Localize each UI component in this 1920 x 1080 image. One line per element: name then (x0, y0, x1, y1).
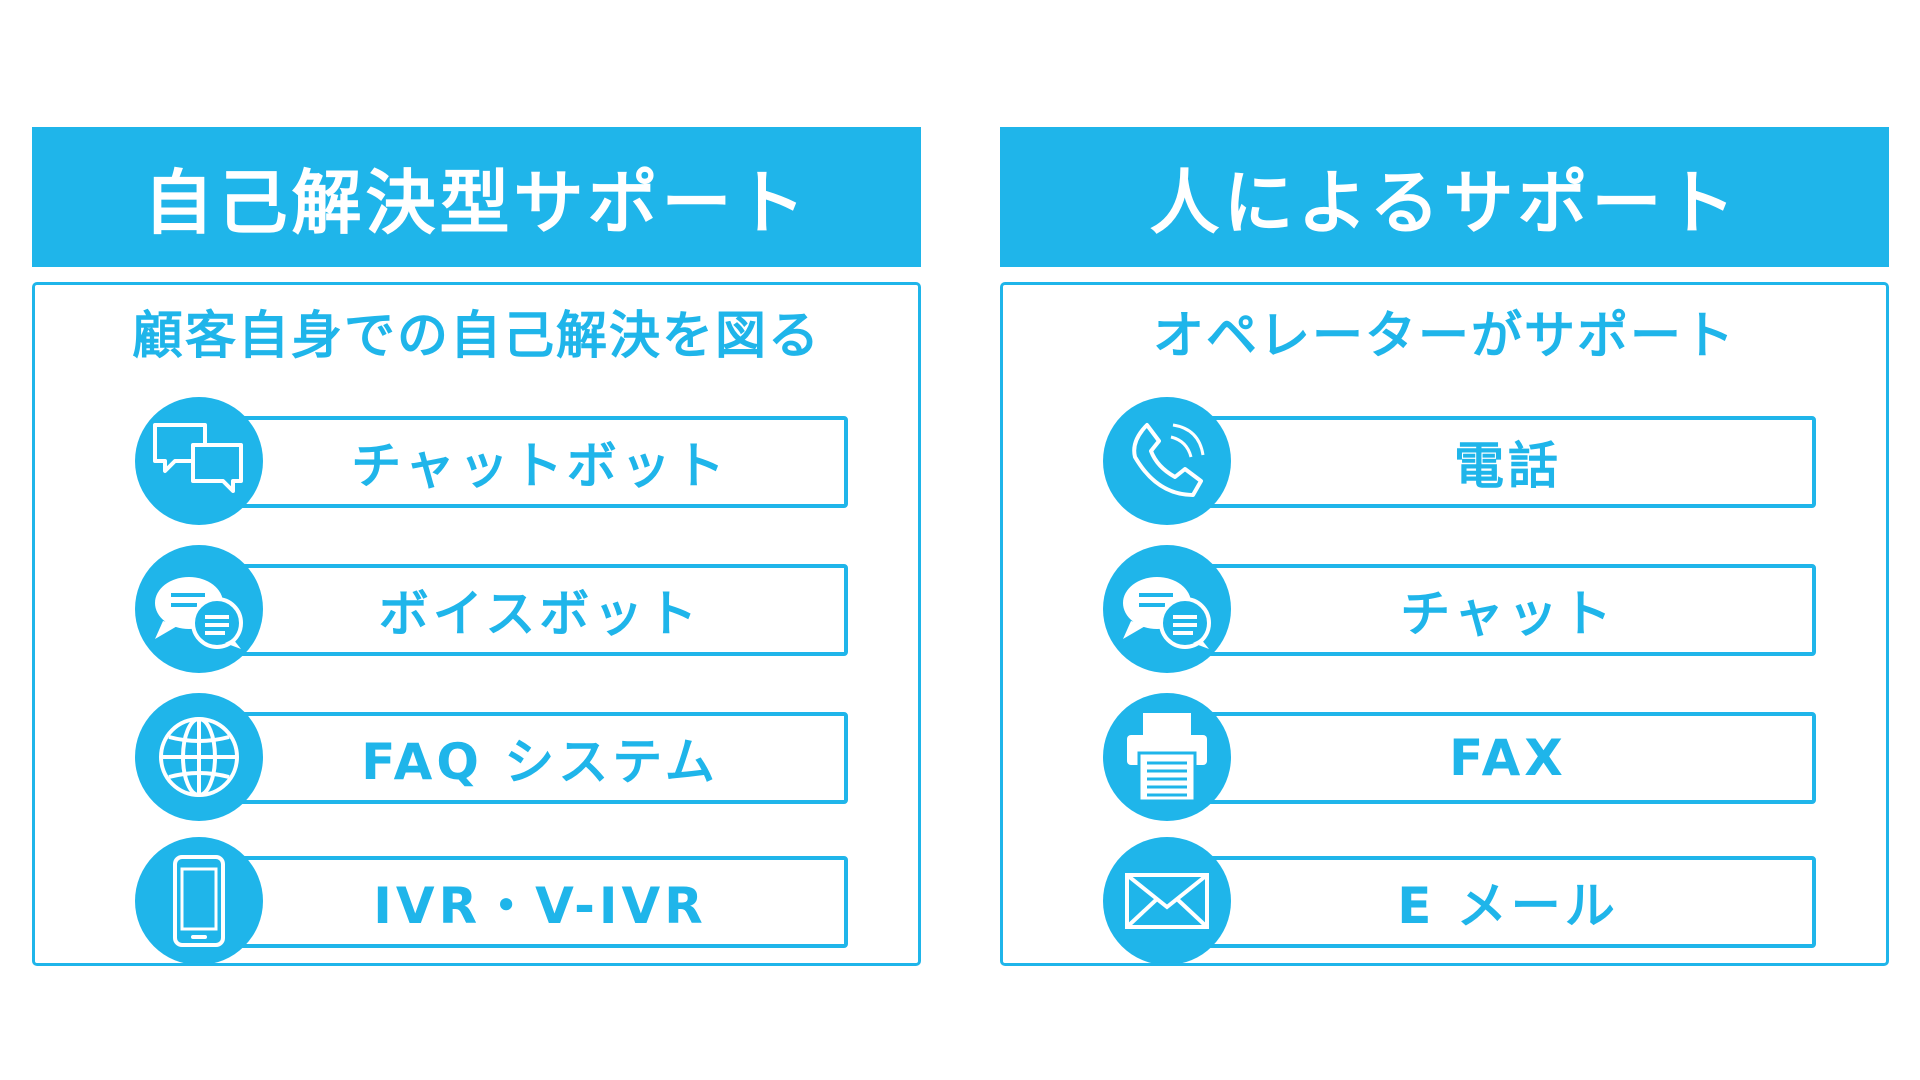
list-item-faq-system: FAQ システム (135, 693, 848, 821)
list-item-phone: 電話 (1103, 397, 1816, 525)
panel-body: 顧客自身での自己解決を図る チャットボット ボイスボット (32, 282, 921, 966)
globe-icon (135, 693, 263, 821)
human-support-panel: 人によるサポート オペレーターがサポート 電話 チャット (1000, 127, 1889, 966)
panel-title: 自己解決型サポート (32, 127, 921, 267)
item-box (187, 564, 848, 656)
item-box (1155, 416, 1816, 508)
item-box (1155, 564, 1816, 656)
speech-bubbles-icon (135, 545, 263, 673)
phone-icon (1103, 397, 1231, 525)
item-label: FAX (1449, 729, 1567, 787)
panel-subtitle: 顧客自身での自己解決を図る (131, 307, 821, 366)
item-label: E メール (1397, 877, 1619, 935)
envelope-icon (1103, 837, 1231, 965)
list-item-fax: FAX (1103, 693, 1816, 821)
list-item-email: E メール (1103, 837, 1816, 965)
smartphone-icon (135, 837, 263, 965)
item-label: ボイスボット (378, 585, 702, 643)
list-item-voicebot: ボイスボット (135, 545, 848, 673)
panel-subtitle: オペレーターがサポート (1152, 307, 1736, 366)
item-label: チャットボット (351, 437, 729, 495)
chat-bubbles-icon (135, 397, 263, 525)
item-label: FAQ システム (361, 733, 719, 791)
item-box (187, 416, 848, 508)
panel-title: 人によるサポート (1000, 127, 1889, 267)
item-label: 電話 (1454, 437, 1562, 495)
item-label: チャット (1400, 585, 1616, 643)
speech-bubbles-icon (1103, 545, 1231, 673)
item-box (1155, 856, 1816, 948)
item-box (1155, 712, 1816, 804)
panel-body: オペレーターがサポート 電話 チャット (1000, 282, 1889, 966)
list-item-ivr: IVR・V-IVR (135, 837, 848, 965)
item-label: IVR・V-IVR (373, 877, 707, 935)
list-item-chatbot: チャットボット (135, 397, 848, 525)
list-item-chat: チャット (1103, 545, 1816, 673)
item-box (187, 856, 848, 948)
self-service-panel: 自己解決型サポート 顧客自身での自己解決を図る チャットボット ボイスボット (32, 127, 921, 966)
item-box (187, 712, 848, 804)
fax-icon (1103, 693, 1231, 821)
